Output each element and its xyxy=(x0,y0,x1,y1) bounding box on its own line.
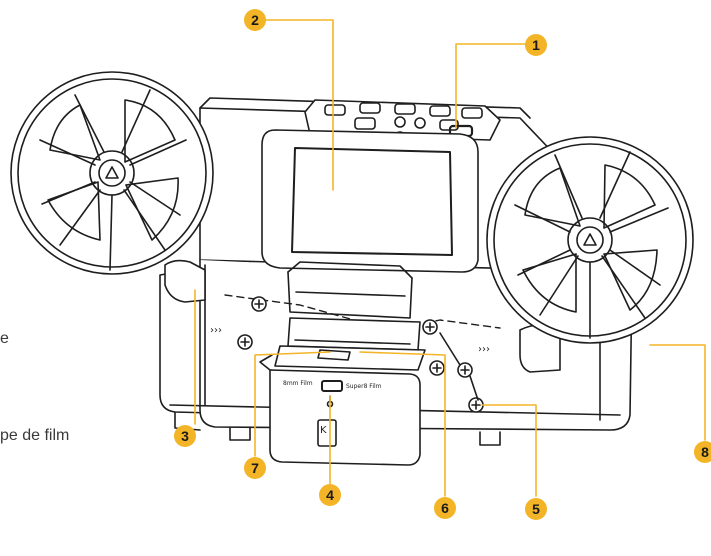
leader-lines xyxy=(194,19,706,497)
callout-7: 7 xyxy=(244,457,266,479)
side-caption-fragment-2: pe de film xyxy=(0,427,70,444)
film-gate xyxy=(274,317,426,371)
side-caption-fragment-1: e xyxy=(0,330,9,347)
right-reel xyxy=(486,136,694,373)
callout-8: 8 xyxy=(694,441,711,463)
film-guide xyxy=(287,261,413,319)
svg-text:›››: ››› xyxy=(478,344,490,355)
svg-text:›››: ››› xyxy=(210,325,222,336)
control-panel xyxy=(304,99,501,145)
callout-1: 1 xyxy=(525,34,547,56)
callout-3: 3 xyxy=(174,425,196,447)
left-reel xyxy=(10,71,214,275)
film-cassette xyxy=(259,354,421,466)
slot-label-super8: Super8 Film xyxy=(346,383,382,390)
callout-4: 4 xyxy=(319,484,341,506)
brand-logo-icon: K xyxy=(320,425,327,436)
slot-label-8mm: 8mm Film xyxy=(283,380,313,387)
left-reel-arm xyxy=(164,259,206,303)
lcd-screen xyxy=(261,129,479,273)
callout-2: 2 xyxy=(244,9,266,31)
guide-rollers xyxy=(237,296,484,413)
callout-5: 5 xyxy=(525,498,547,520)
callout-6: 6 xyxy=(434,497,456,519)
